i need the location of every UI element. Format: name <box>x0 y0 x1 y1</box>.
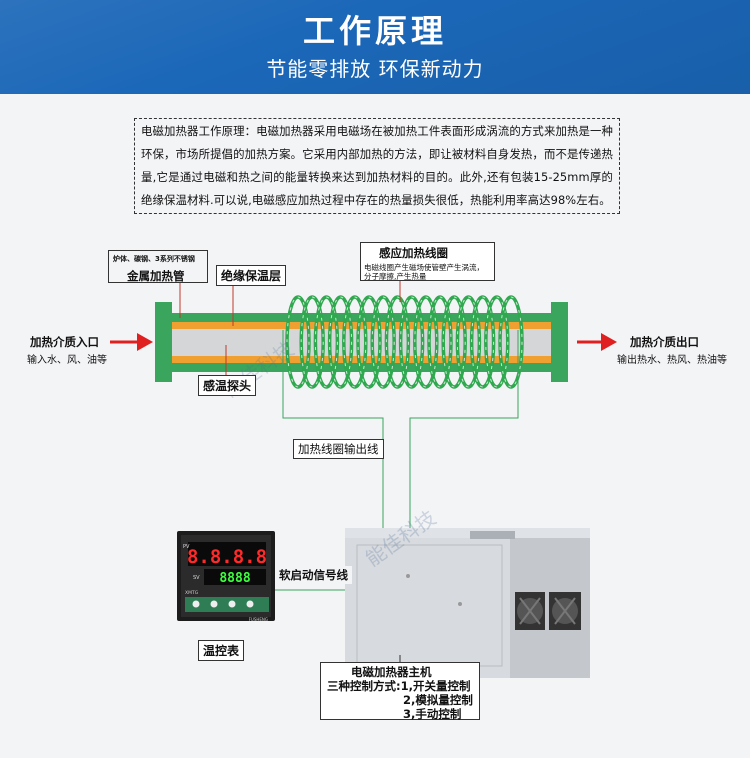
coil-loop-highlight <box>442 296 466 388</box>
coil-loop-highlight <box>485 296 509 388</box>
host-mode-2: 2,模拟量控制 <box>403 693 473 707</box>
outlet-desc: 输出热水、热风、热油等 <box>617 355 727 366</box>
heater-host-unit <box>345 528 590 678</box>
coil-loop-highlight <box>456 296 480 388</box>
right-flange <box>551 302 568 382</box>
insulation-bottom <box>172 356 551 363</box>
inlet-arrow-head <box>137 333 153 351</box>
pipe-core <box>172 329 551 356</box>
pv-tag: PV <box>183 544 190 550</box>
coil-loop-highlight <box>385 296 409 388</box>
coil-loop-highlight <box>471 296 495 388</box>
coil-loop-highlight <box>314 296 338 388</box>
sv-tag: SV <box>193 575 200 581</box>
induction-coil <box>285 295 524 389</box>
host-info-box: 电磁加热器主机 三种控制方式:1,开关量控制 2,模拟量控制 3,手动控制 <box>320 662 480 721</box>
coil-loop-highlight <box>300 296 324 388</box>
temperature-controller <box>177 531 275 621</box>
coil-loop-highlight <box>329 296 353 388</box>
coil-loop-highlight <box>286 296 310 388</box>
coil-desc-1: 电磁线圈产生磁场使管壁产生涡流， <box>364 263 484 272</box>
coil-loop-highlight <box>357 296 381 388</box>
pv-display: 8.8.8.8 <box>187 546 267 568</box>
temp-controller-label: 温控表 <box>198 640 245 661</box>
host-title: 电磁加热器主机 <box>351 665 432 679</box>
inlet-title: 加热介质入口 <box>30 335 99 349</box>
host-mode-1: 1,开关量控制 <box>400 679 471 693</box>
coil-wire-left <box>282 330 384 530</box>
coil-desc-2: 分子摩擦,产生热量 <box>364 272 427 281</box>
coil-loop-highlight <box>428 296 452 388</box>
coil-loop-highlight <box>499 296 523 388</box>
banner-shine <box>0 0 750 94</box>
metal-pipe-label: 金属加热管 <box>127 269 185 283</box>
insulation-label: 绝缘保温层 <box>216 265 287 286</box>
outlet-title: 加热介质出口 <box>630 335 699 349</box>
header-banner: 工作原理 节能零排放 环保新动力 <box>0 0 750 94</box>
sv-display: 8888 <box>219 571 250 586</box>
outlet-arrow-head <box>601 333 617 351</box>
coil-box <box>360 242 495 281</box>
metal-pipe-box <box>108 250 208 283</box>
coil-loop-highlight <box>414 296 438 388</box>
host-modes-label: 三种控制方式: <box>327 679 401 693</box>
coil-title: 感应加热线圈 <box>379 246 448 260</box>
soft-start-label: 软启动信号线 <box>275 566 352 584</box>
page-subtitle: 节能零排放 环保新动力 <box>266 57 484 81</box>
coil-loop-highlight <box>400 296 424 388</box>
temp-probe-label: 感温探头 <box>198 375 257 396</box>
pipe-material-note: 炉体、碳钢、3系列不锈钢 <box>113 255 195 263</box>
coil-loop-highlight <box>371 296 395 388</box>
controller-brand: FUSHENG <box>249 617 268 622</box>
controller-model: XMTG <box>185 590 199 596</box>
host-mode-3: 3,手动控制 <box>403 707 462 721</box>
insulation-top <box>172 322 551 329</box>
coil-wire-right <box>409 330 519 530</box>
page-title: 工作原理 <box>302 12 447 50</box>
coil-loop-highlight <box>343 296 367 388</box>
left-flange <box>155 302 172 382</box>
coil-output-label: 加热线圈输出线 <box>293 439 384 459</box>
inlet-desc: 输入水、风、油等 <box>27 355 107 366</box>
intro-text: 电磁加热器工作原理：电磁加热器采用电磁场在被加热工件表面形成涡流的方式来加热是一… <box>134 118 620 214</box>
